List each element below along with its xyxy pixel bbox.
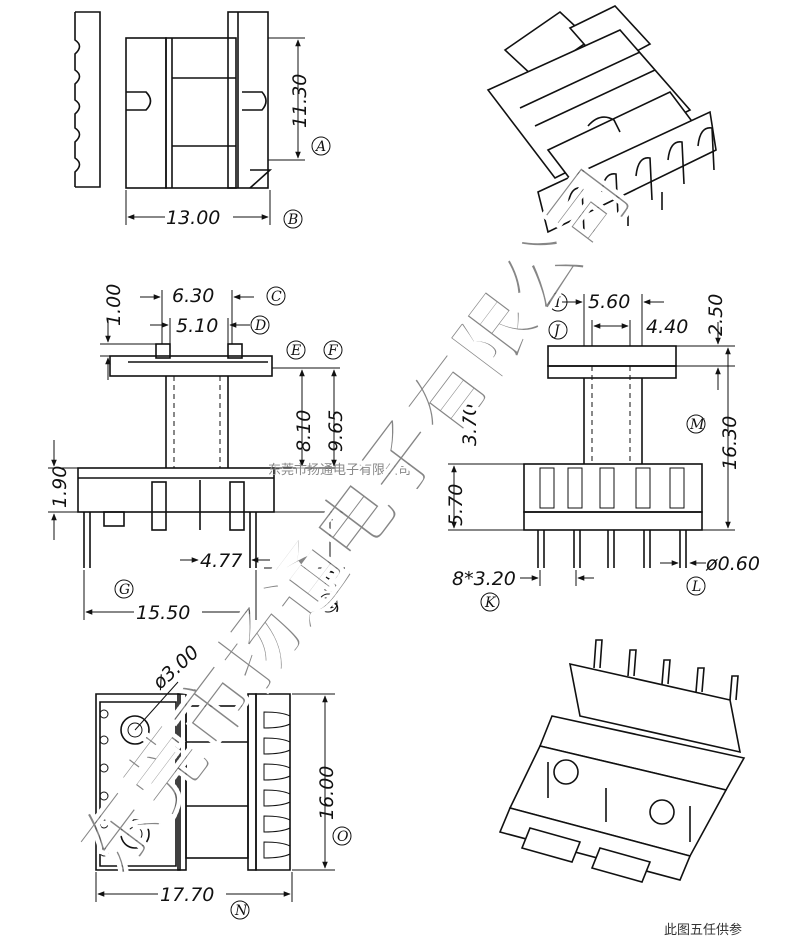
dim-pin-diameter: ø0.60 [705,553,760,575]
dim-17-70: 17.70 [160,884,214,906]
tag-o: O [337,829,349,845]
dim-11-30: 11.30 [289,74,311,128]
tag-i: I [554,295,561,311]
dim-6-30: 6.30 [172,285,214,307]
tag-j: J [551,323,561,339]
view-top: 11.30 A 13.00 B [74,11,331,229]
dim-16-30: 16.30 [719,416,741,470]
dim-1-00: 1.00 [103,284,125,326]
dim-3-70: 3.70 [459,404,481,446]
isometric-top [486,5,717,240]
dim-5-10: 5.10 [176,315,218,337]
tag-m: M [689,417,705,433]
dim-5-70: 5.70 [445,484,467,526]
tag-b: B [287,212,298,228]
tag-g: G [119,582,130,598]
tag-c: C [271,289,282,305]
view-front: 6.30 C 5.10 D 1.00 E F 8.10 9.65 1.90 [48,284,347,624]
dim-1-90: 1.90 [49,466,71,508]
view-side: 5.60 I 4.40 J 2.50 16.30 M 3.70 5.70 8*3… [445,291,760,612]
tag-n: N [234,903,248,919]
dim-2-50: 2.50 [705,294,727,336]
dim-13-00: 13.00 [166,207,220,229]
tag-f: F [327,343,339,359]
tag-d: D [254,318,266,334]
dim-15-50: 15.50 [136,602,190,624]
tag-k: K [484,595,497,611]
tag-l: L [691,579,701,595]
dim-5-60: 5.60 [588,291,630,313]
dim-8-10: 8.10 [293,410,315,452]
tag-a: A [314,139,326,155]
tag-h: H [322,596,336,612]
footer-note: 此图五任供参 [664,922,742,937]
dim-9-65: 9.65 [325,410,347,452]
dim-4-40: 4.40 [646,316,688,338]
dim-3-50: 3.50 [321,570,343,612]
watermark-small: 东莞市扬通电子有限公司 [268,462,411,478]
dim-16-00: 16.00 [316,766,338,820]
tag-e: E [290,343,301,359]
dim-pitch: 8*3.20 [452,568,516,590]
isometric-bottom [498,639,746,883]
dim-4-77: 4.77 [200,550,242,572]
